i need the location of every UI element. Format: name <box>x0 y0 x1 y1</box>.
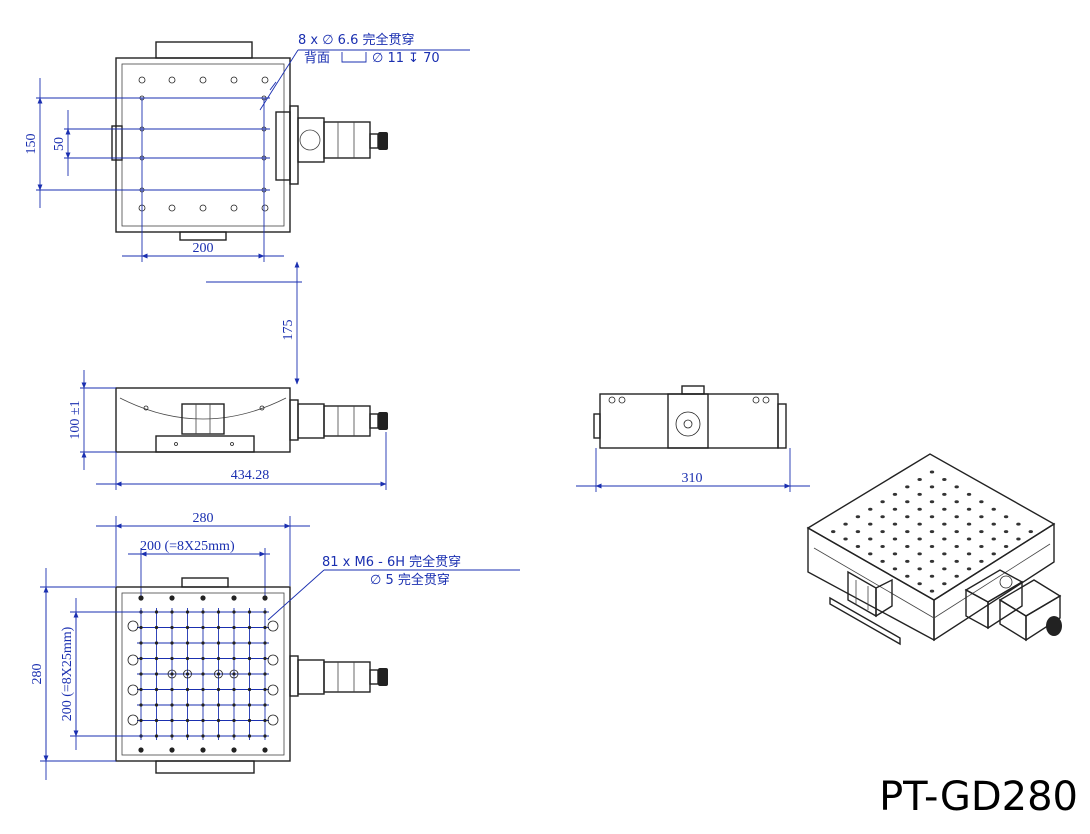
bottom-view-hole-grid <box>137 595 269 753</box>
iso-side-block <box>829 570 901 646</box>
top-view-holes <box>138 76 269 212</box>
front-view: 175 100 ±1 434.28 <box>68 261 388 490</box>
bottom-view-large-holes <box>127 620 279 726</box>
top-view-connector <box>155 41 253 59</box>
dim-200-top: 200 <box>193 241 214 256</box>
isometric-view <box>806 453 1062 646</box>
top-view-left-block <box>111 125 123 161</box>
side-view: 310 <box>576 385 810 492</box>
dim-310: 310 <box>682 471 703 486</box>
dim-200-vertical: 200 (=8X25mm) <box>60 626 75 721</box>
dim-280-vertical: 280 <box>30 664 45 685</box>
top-view-hole-note: 8 x ∅ 6.6 完全贯穿 <box>298 32 415 48</box>
top-view: 150 50 200 8 x ∅ 6.6 完全贯穿 背面 ∅ 11 ↧ 70 <box>24 32 470 262</box>
bottom-view-motor <box>289 655 388 697</box>
bottom-view-through-note: ∅ 5 完全贯穿 <box>370 572 450 588</box>
dim-175: 175 <box>281 320 296 341</box>
bottom-view-thread-note: 81 x M6 - 6H 完全贯穿 <box>322 554 461 570</box>
iso-motor <box>964 569 1062 642</box>
dim-280-horizontal: 280 <box>193 511 214 526</box>
dim-50: 50 <box>52 137 67 151</box>
bottom-view: 280 200 (=8X25mm) 81 x M6 - 6H 完全贯穿 ∅ 5 … <box>30 511 520 780</box>
side-view-body <box>599 393 779 449</box>
iso-hole-grid <box>831 470 1033 593</box>
iso-top-plate <box>806 453 1056 601</box>
model-title: PT-GD280 <box>879 774 1078 820</box>
front-view-body <box>115 387 291 453</box>
top-view-counterbore-value: ∅ 11 ↧ 70 <box>372 51 440 66</box>
dim-150: 150 <box>24 134 39 155</box>
front-view-motor <box>289 399 388 441</box>
dim-length: 434.28 <box>231 468 270 483</box>
top-view-motor <box>275 105 388 185</box>
dim-200-horizontal: 200 (=8X25mm) <box>140 539 235 554</box>
dim-height: 100 ±1 <box>68 400 83 439</box>
top-view-counterbore-label: 背面 <box>304 51 330 66</box>
